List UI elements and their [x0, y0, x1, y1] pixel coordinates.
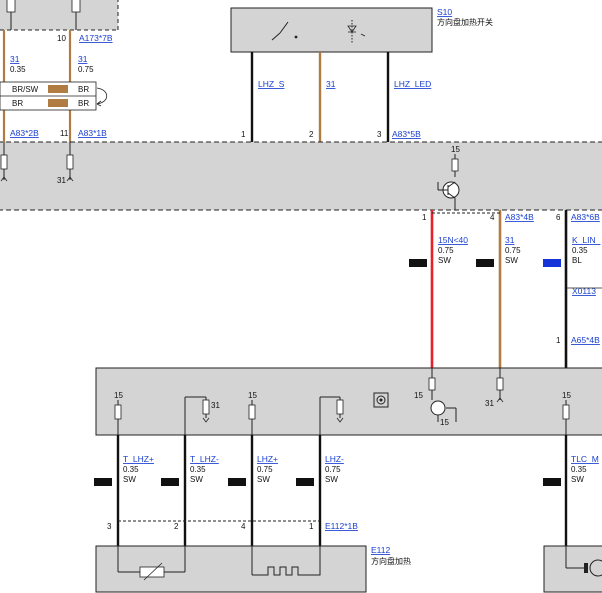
wire-31-label-right[interactable]: 31 [78, 54, 88, 64]
component-e112[interactable]: E112 方向盘加热 [95, 545, 411, 593]
wire-color: SW [190, 475, 203, 484]
fuse-15-c: 15 [414, 391, 423, 400]
fuse-15-red: 15 [440, 418, 449, 427]
wire-label[interactable]: LHZ+ [257, 454, 278, 464]
pin-11: 11 [60, 129, 69, 138]
connector-e112-1b[interactable]: E112*1B [325, 521, 358, 531]
wire-lhz-minus[interactable]: LHZ- 0.75 SW [296, 454, 344, 486]
s10-pin-1: 1 [241, 130, 246, 139]
wire-15n40-label[interactable]: 15N<40 [438, 235, 468, 245]
lower-module: 15 31 15 15 31 [95, 367, 602, 436]
wire-klin-label[interactable]: K_LIN_ [572, 235, 601, 245]
wire-31-mid-size: 0.75 [505, 246, 521, 255]
color-br-c: BR [78, 99, 89, 108]
top-left-module: 10 A173*7B [0, 0, 119, 43]
fuse-15-main: 15 [451, 145, 460, 154]
fuse-15-a: 15 [114, 391, 123, 400]
wire-31-size-left: 0.35 [10, 65, 26, 74]
wire-color: SW [325, 475, 338, 484]
mid-pin-1: 1 [422, 213, 427, 222]
e112-name: 方向盘加热 [371, 556, 411, 566]
connector-a83-6b[interactable]: A83*6B [571, 212, 600, 222]
s10-pin-2: 2 [309, 130, 314, 139]
s10-name: 方向盘加热开关 [437, 17, 493, 27]
e112-pin-2: 2 [174, 522, 179, 531]
e112-pin-1: 1 [309, 522, 314, 531]
wire-t-lhz-minus[interactable]: T_LHZ- 0.35 SW [161, 454, 219, 486]
wire-31-size-right: 0.75 [78, 65, 94, 74]
wire-tlc-m[interactable]: TLC_M 0.35 SW [543, 454, 599, 486]
fuse-15-b: 15 [248, 391, 257, 400]
mid-pin-4: 4 [490, 213, 495, 222]
wire-31-s10[interactable]: 31 [326, 79, 336, 89]
ground-31-lower-b: 31 [485, 399, 494, 408]
wire-t-lhz-plus[interactable]: T_LHZ+ 0.35 SW [94, 454, 154, 486]
wire-label[interactable]: LHZ- [325, 454, 344, 464]
wire-31-mid-color: SW [505, 256, 518, 265]
wire-size: 0.35 [190, 465, 206, 474]
fuse-15-d: 15 [562, 391, 571, 400]
s10-id[interactable]: S10 [437, 7, 452, 17]
connector-a83-5b[interactable]: A83*5B [392, 129, 421, 139]
e112-id[interactable]: E112 [371, 545, 390, 555]
wire-lhz-plus[interactable]: LHZ+ 0.75 SW [228, 454, 278, 486]
wire-size: 0.75 [257, 465, 273, 474]
wire-klin-color: BL [572, 256, 582, 265]
component-right-partial [543, 545, 602, 593]
wire-color: SW [123, 475, 136, 484]
mid-pin-1-lower: 1 [556, 336, 561, 345]
connector-a83-1b[interactable]: A83*1B [78, 128, 107, 138]
s10-pin-3: 3 [377, 130, 382, 139]
e112-pin-3: 3 [107, 522, 112, 531]
wire-label[interactable]: T_LHZ- [190, 454, 219, 464]
wire-klin-size: 0.35 [572, 246, 588, 255]
mid-pin-6: 6 [556, 213, 561, 222]
wire-lhz-led[interactable]: LHZ_LED [394, 79, 431, 89]
connector-a65-4b[interactable]: A65*4B [571, 335, 600, 345]
ground-31-lower-a: 31 [211, 401, 220, 410]
wire-color: SW [571, 475, 584, 484]
color-brsw: BR/SW [12, 85, 39, 94]
wire-label[interactable]: T_LHZ+ [123, 454, 154, 464]
e112-pin-4: 4 [241, 522, 246, 531]
main-module: 31 15 [0, 141, 602, 211]
wire-size: 0.35 [571, 465, 587, 474]
pin-10: 10 [57, 34, 66, 43]
wire-15n40-color: SW [438, 256, 451, 265]
wire-label[interactable]: TLC_M [571, 454, 599, 464]
wire-size: 0.75 [325, 465, 341, 474]
color-code-table: BR/SW BR BR BR [0, 81, 108, 111]
wire-31-mid-label[interactable]: 31 [505, 235, 515, 245]
connector-a83-2b[interactable]: A83*2B [10, 128, 39, 138]
color-br-a: BR [12, 99, 23, 108]
wire-color: SW [257, 475, 270, 484]
wire-31-label-left[interactable]: 31 [10, 54, 20, 64]
wire-size: 0.35 [123, 465, 139, 474]
wire-lhz-s[interactable]: LHZ_S [258, 79, 285, 89]
color-br-b: BR [78, 85, 89, 94]
connector-a83-4b[interactable]: A83*4B [505, 212, 534, 222]
switch-s10[interactable]: S10 方向盘加热开关 [230, 7, 493, 53]
connector-a173-7b[interactable]: A173*7B [79, 33, 113, 43]
ground-31-b: 31 [57, 176, 66, 185]
wire-15n40-size: 0.75 [438, 246, 454, 255]
splice-x0113[interactable]: X0113 [572, 286, 596, 296]
